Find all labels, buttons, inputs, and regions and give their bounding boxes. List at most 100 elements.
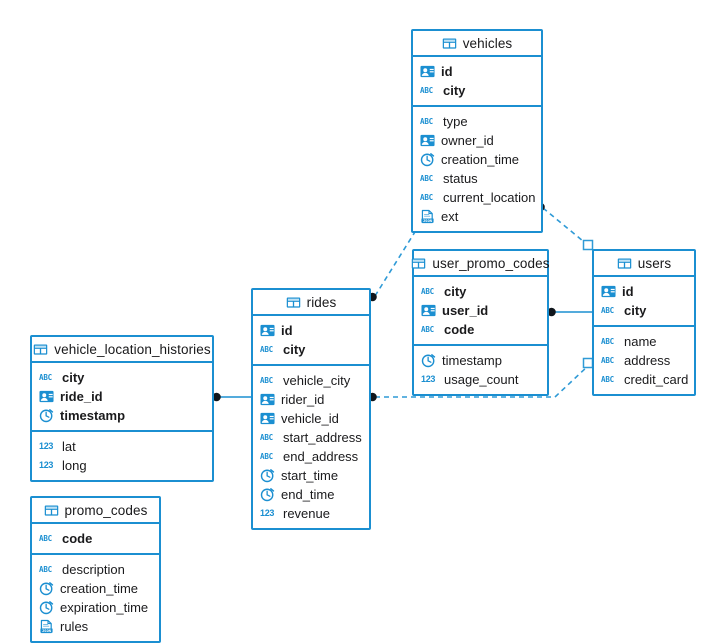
field-label: start_time [281, 468, 339, 483]
field-label: ext [441, 209, 459, 224]
field-row[interactable]: creation_time [32, 579, 159, 598]
relationship-user-promo-codes-users [547, 307, 592, 317]
table-grid-icon [33, 342, 48, 357]
id-card-icon [260, 411, 275, 426]
field-label: name [624, 334, 657, 349]
field-row[interactable]: vehicle_id [253, 409, 369, 428]
json-file-icon: JSON [39, 619, 54, 634]
relationship-vehicles-users [536, 202, 594, 251]
entity-name: user_promo_codes [432, 255, 550, 271]
table-grid-icon [442, 36, 457, 51]
clock-icon [39, 600, 54, 615]
field-row[interactable]: id [253, 321, 369, 340]
entity-name: promo_codes [64, 502, 148, 518]
clock-icon [39, 408, 54, 423]
field-row[interactable]: user_id [414, 301, 547, 320]
abc-text-icon: ABC [421, 287, 434, 296]
entity-header-promo_codes[interactable]: promo_codes [32, 498, 159, 524]
123-number-icon: 123 [39, 460, 54, 470]
svg-text:JSON: JSON [42, 628, 52, 633]
field-row[interactable]: owner_id [413, 131, 541, 150]
field-label: id [622, 284, 634, 299]
123-number-icon: 123 [260, 508, 275, 518]
field-label: current_location [443, 190, 536, 205]
field-row[interactable]: id [594, 282, 694, 301]
field-row[interactable]: id [413, 62, 541, 81]
field-label: city [443, 83, 466, 98]
id-card-icon [420, 64, 435, 79]
table-grid-icon [286, 295, 301, 310]
field-label: credit_card [624, 372, 689, 387]
id-card-icon [421, 303, 436, 318]
abc-text-icon: ABC [39, 565, 52, 574]
abc-text-icon: ABC [39, 534, 52, 543]
table-grid-icon [617, 256, 632, 271]
entity-header-user_promo_codes[interactable]: user_promo_codes [412, 251, 550, 277]
id-card-icon [260, 323, 275, 338]
field-row[interactable]: start_time [253, 466, 369, 485]
table-grid-icon [44, 503, 59, 518]
entity-header-rides[interactable]: rides [253, 290, 369, 316]
entity-header-vehicles[interactable]: vehicles [413, 31, 541, 57]
field-row[interactable]: timestamp [414, 351, 547, 370]
entity-header-vehicle_location_histories[interactable]: vehicle_location_histories [32, 337, 212, 363]
entity-name: vehicle_location_histories [54, 341, 211, 357]
field-row[interactable]: 123 revenue [253, 504, 369, 523]
field-label: revenue [283, 506, 330, 521]
field-label: lat [62, 439, 76, 454]
field-label: owner_id [441, 133, 494, 148]
field-row[interactable]: rider_id [253, 390, 369, 409]
field-label: ride_id [60, 389, 103, 404]
field-row[interactable]: JSON rules [32, 617, 159, 636]
field-row[interactable]: end_time [253, 485, 369, 504]
field-label: vehicle_city [283, 373, 351, 388]
field-label: id [281, 323, 293, 338]
id-card-icon [601, 284, 616, 299]
abc-text-icon: ABC [421, 325, 434, 334]
clock-icon [260, 468, 275, 483]
field-row[interactable]: timestamp [32, 406, 212, 425]
field-row[interactable]: ride_id [32, 387, 212, 406]
field-label: rider_id [281, 392, 325, 407]
field-row[interactable]: expiration_time [32, 598, 159, 617]
field-label: rules [60, 619, 89, 634]
entity-name: users [637, 255, 672, 271]
field-row[interactable]: creation_time [413, 150, 541, 169]
clock-icon [39, 581, 54, 596]
entity-header-users[interactable]: users [594, 251, 694, 277]
